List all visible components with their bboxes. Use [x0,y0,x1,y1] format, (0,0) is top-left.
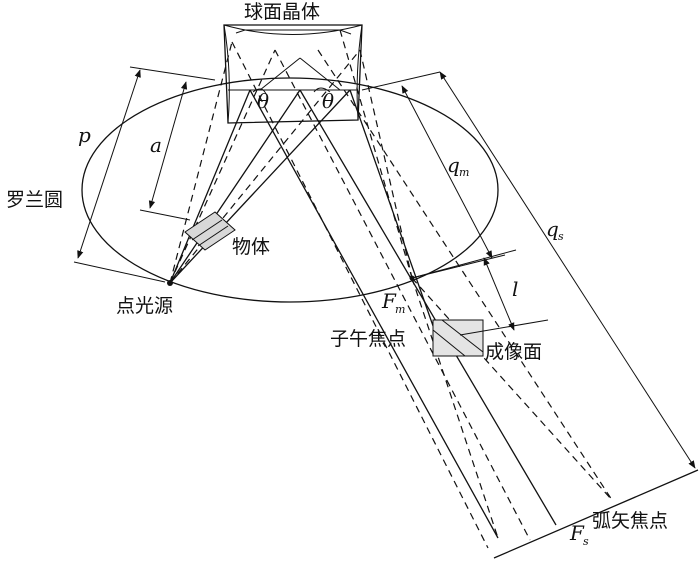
symbol-qm: q [447,153,460,177]
label-crystal: 球面晶体 [244,1,320,23]
point-source-dot [167,280,173,286]
symbol-l: l [512,277,518,301]
symbol-fm-sub: m [395,303,405,316]
symbol-qm-sub: m [459,166,469,179]
label-rowland-circle: 罗兰圆 [6,189,63,211]
symbol-a: a [150,133,162,157]
symbol-qs: q [546,217,559,241]
label-point-source: 点光源 [116,295,173,317]
symbol-theta-right: θ [322,89,334,113]
symbol-qs-sub: s [558,230,564,243]
rowland-circle [81,77,499,303]
label-image-plane: 成像面 [485,341,542,363]
symbol-p: p [78,123,91,147]
spherical-crystal [223,24,363,124]
dimension-qs [439,71,696,469]
label-object: 物体 [232,236,270,258]
dimension-qm [361,71,506,279]
image-plane-box [432,319,484,357]
symbol-theta-left: θ [257,89,269,113]
sagittal-focus-line [493,469,699,559]
solid-rays [169,57,557,539]
symbol-fs: F [569,521,585,545]
object-box [184,211,236,251]
label-sagittal-focus: 弧矢焦点 [592,510,668,532]
dimension-a [139,81,191,221]
dimension-l [411,249,549,336]
label-meridional-focus: 子午焦点 [330,328,406,350]
symbol-fm: F [381,289,397,313]
dimension-p [73,66,216,283]
symbol-fs-sub: s [583,535,589,548]
